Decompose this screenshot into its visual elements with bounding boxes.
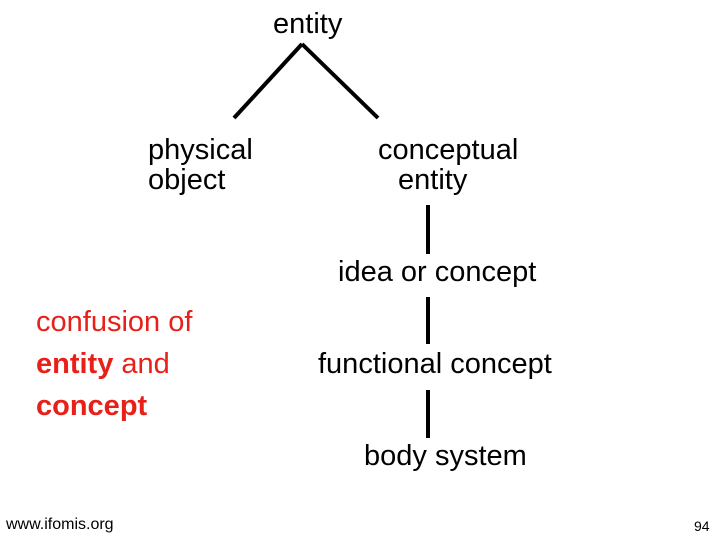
- node-physical-object-line2: object: [148, 164, 226, 196]
- note-entity-word: entity: [36, 348, 114, 380]
- page-number: 94: [694, 518, 710, 534]
- edge-entity-physical: [232, 42, 304, 120]
- node-entity: entity: [273, 8, 343, 40]
- note-line1: confusion of: [36, 306, 193, 338]
- node-conceptual-entity-line1: conceptual: [378, 134, 519, 166]
- note-line2: entity and: [36, 348, 170, 380]
- node-functional-concept: functional concept: [318, 348, 552, 380]
- note-concept-word: concept: [36, 390, 148, 422]
- node-body-system: body system: [364, 440, 527, 472]
- node-conceptual-entity-line2: entity: [398, 164, 468, 196]
- node-idea-or-concept: idea or concept: [338, 256, 537, 288]
- footer-url: www.ifomis.org: [6, 516, 114, 533]
- node-physical-object-line1: physical: [148, 134, 253, 166]
- edge-entity-conceptual: [300, 42, 380, 120]
- note-and-word: and: [113, 348, 170, 380]
